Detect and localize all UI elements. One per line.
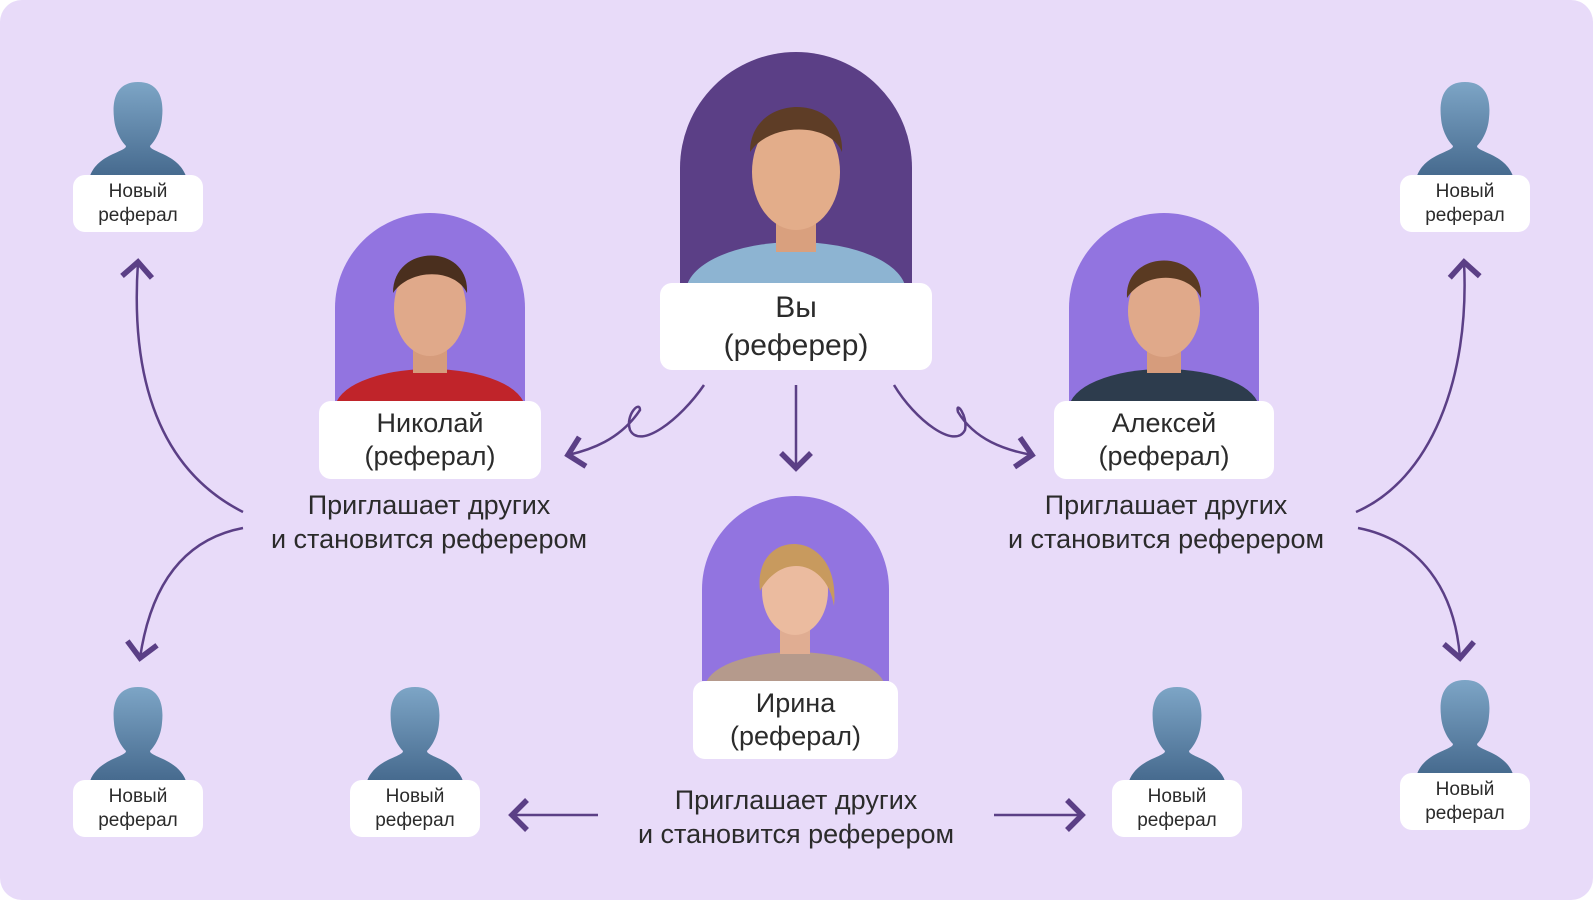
nikolai-role: (реферал) xyxy=(364,441,496,471)
arrow-to-nikolai xyxy=(564,384,706,469)
user-silhouette-icon xyxy=(1417,82,1513,176)
caption-nikolai: Приглашает других и становится реферером xyxy=(219,488,639,556)
arrow-nikolai-up xyxy=(120,258,244,514)
caption-line2: и становится реферером xyxy=(270,524,588,554)
new-referral-line1: Новый xyxy=(108,180,168,202)
arrow-nikolai-down xyxy=(125,526,244,662)
aleksei-photo xyxy=(1069,213,1259,401)
nikolai-name: Николай xyxy=(376,408,484,438)
new-referral-line1: Новый xyxy=(1147,785,1207,807)
caption-line2: и становится реферером xyxy=(1007,524,1325,554)
new-referral-line1: Новый xyxy=(108,785,168,807)
aleksei-name: Алексей xyxy=(1111,408,1217,438)
irina-photo xyxy=(702,496,889,681)
you-name: Вы xyxy=(775,290,817,324)
user-silhouette-icon xyxy=(90,82,186,176)
arrow-aleksei-down xyxy=(1357,526,1476,662)
user-silhouette-icon xyxy=(367,687,463,781)
user-silhouette-icon xyxy=(1417,680,1513,774)
user-silhouette-icon xyxy=(90,687,186,781)
new-referral-line1: Новый xyxy=(1435,778,1495,800)
new-referral-line2: реферал xyxy=(375,809,455,831)
person-portrait-icon xyxy=(687,107,905,284)
irina-label: Ирина (реферал) xyxy=(693,681,898,759)
caption-line1: Приглашает других xyxy=(307,490,551,520)
irina-role: (реферал) xyxy=(729,721,862,751)
new-referral-line2: реферал xyxy=(98,204,178,226)
you-role: (реферер) xyxy=(723,328,869,362)
new-referral-line2: реферал xyxy=(1425,802,1505,824)
you-photo xyxy=(680,52,912,284)
caption-line1: Приглашает других xyxy=(1044,490,1288,520)
caption-irina: Приглашает других и становится реферером xyxy=(586,783,1006,851)
caption-aleksei: Приглашает других и становится реферером xyxy=(956,488,1376,556)
new-referral-line2: реферал xyxy=(1425,204,1505,226)
new-referral-line1: Новый xyxy=(1435,180,1495,202)
you-label: Вы (реферер) xyxy=(660,283,932,370)
arrow-aleksei-up xyxy=(1355,258,1482,514)
arrow-to-aleksei xyxy=(892,384,1036,470)
new-referral-line2: реферал xyxy=(1137,809,1217,831)
nikolai-photo xyxy=(335,213,525,401)
irina-name: Ирина xyxy=(755,688,836,718)
person-portrait-icon xyxy=(706,543,884,681)
aleksei-label: Алексей (реферал) xyxy=(1054,401,1274,479)
person-portrait-icon xyxy=(336,255,524,401)
aleksei-role: (реферал) xyxy=(1098,441,1230,471)
new-referral-line2: реферал xyxy=(98,809,178,831)
caption-line1: Приглашает других xyxy=(674,785,918,815)
user-silhouette-icon xyxy=(1129,687,1225,781)
person-portrait-icon xyxy=(1070,260,1258,401)
new-referral-line1: Новый xyxy=(385,785,445,807)
caption-line2: и становится реферером xyxy=(637,819,955,849)
nikolai-label: Николай (реферал) xyxy=(319,401,541,479)
